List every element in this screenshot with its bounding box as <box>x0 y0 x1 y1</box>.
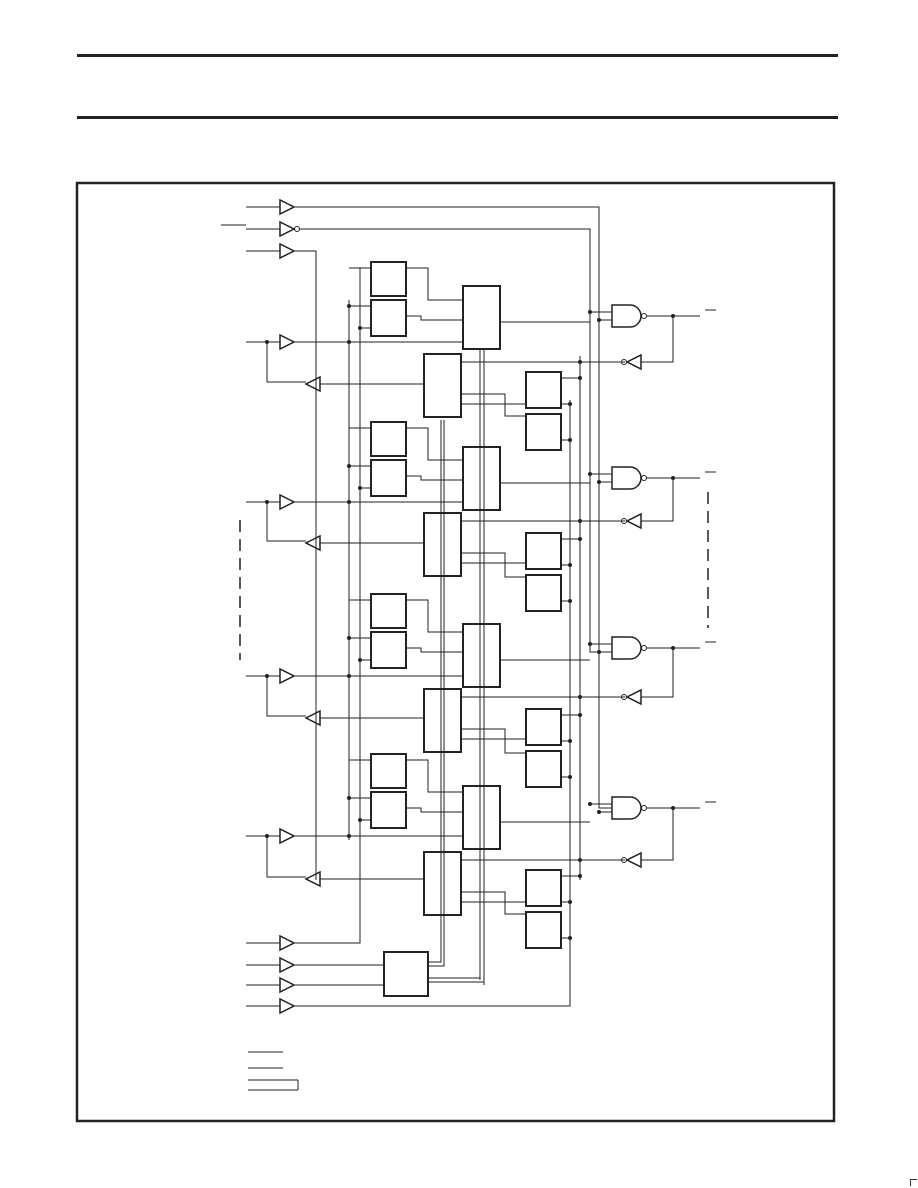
output-buffer-icon <box>306 377 320 391</box>
register-block <box>371 632 406 668</box>
latch-block <box>424 689 461 752</box>
main-bus <box>349 268 580 1005</box>
inversion-bubble <box>642 314 647 319</box>
input-receiver-icon <box>627 853 641 867</box>
input-buffer-icon <box>280 978 294 992</box>
input-receiver-icon <box>627 514 641 528</box>
input-buffer-icon <box>280 829 294 843</box>
bottom-control <box>246 268 570 1013</box>
register-block <box>526 912 561 948</box>
input-buffer-icon <box>280 335 294 349</box>
header-rule-bottom <box>77 116 838 119</box>
control-inputs <box>221 200 612 880</box>
junction-dot <box>578 376 582 380</box>
junction-dot <box>568 739 572 743</box>
junction-dot <box>568 563 572 567</box>
nand-gate-icon <box>612 637 641 659</box>
register-block <box>371 594 406 628</box>
input-buffer-icon <box>280 495 294 509</box>
junction-dot <box>347 340 351 344</box>
inversion-bubble <box>642 806 647 811</box>
register-block <box>526 575 561 611</box>
data-path-block <box>463 624 500 687</box>
inversion-bubble <box>642 646 647 651</box>
nand-gate-icon <box>612 467 641 489</box>
input-buffer-icon <box>280 936 294 950</box>
register-block <box>526 414 561 450</box>
output-buffer-icon <box>306 872 320 886</box>
register-block <box>371 460 406 496</box>
nand-gate-icon <box>612 305 641 327</box>
register-block <box>371 422 406 456</box>
register-block <box>526 709 561 745</box>
input-receiver-icon <box>627 690 641 704</box>
corner-crop-mark <box>910 1179 917 1186</box>
latch-block <box>424 513 461 576</box>
junction-dot <box>578 713 582 717</box>
junction-dot <box>578 537 582 541</box>
junction-dot <box>578 874 582 878</box>
diagram-frame <box>77 183 834 1121</box>
control-logic-block <box>384 952 428 996</box>
register-block <box>371 792 406 828</box>
data-path-block <box>463 786 500 849</box>
input-buffer-icon <box>280 669 294 683</box>
junction-dot <box>578 519 582 523</box>
channel-blocks <box>246 262 716 948</box>
output-buffer-icon <box>306 536 320 550</box>
junction-dot <box>568 900 572 904</box>
register-block <box>371 262 406 296</box>
output-buffer-icon <box>306 711 320 725</box>
input-buffer-icon <box>280 958 294 972</box>
junction-dot <box>578 695 582 699</box>
input-buffer-icon <box>280 999 294 1013</box>
legend <box>248 1052 298 1090</box>
register-block <box>526 533 561 569</box>
inverting-buffer-icon <box>280 222 294 236</box>
register-block <box>526 751 561 787</box>
data-path-block <box>463 286 500 349</box>
junction-dot <box>568 402 572 406</box>
nand-gate-icon <box>612 797 641 819</box>
latch-block <box>424 852 461 915</box>
junction-dot <box>347 500 351 504</box>
junction-dot <box>347 834 351 838</box>
bus-break-marks <box>441 580 484 610</box>
junction-dot <box>578 360 582 364</box>
data-path-block <box>463 447 500 510</box>
inversion-bubble <box>642 476 647 481</box>
input-receiver-icon <box>627 355 641 369</box>
input-buffer-icon <box>280 244 294 258</box>
register-block <box>371 300 406 336</box>
register-block <box>526 372 561 408</box>
input-buffer-icon <box>280 200 294 214</box>
register-block <box>371 754 406 788</box>
junction-dot <box>578 858 582 862</box>
register-block <box>526 870 561 906</box>
header-rule-top <box>77 54 838 57</box>
latch-block <box>424 354 461 417</box>
junction-dot <box>347 674 351 678</box>
